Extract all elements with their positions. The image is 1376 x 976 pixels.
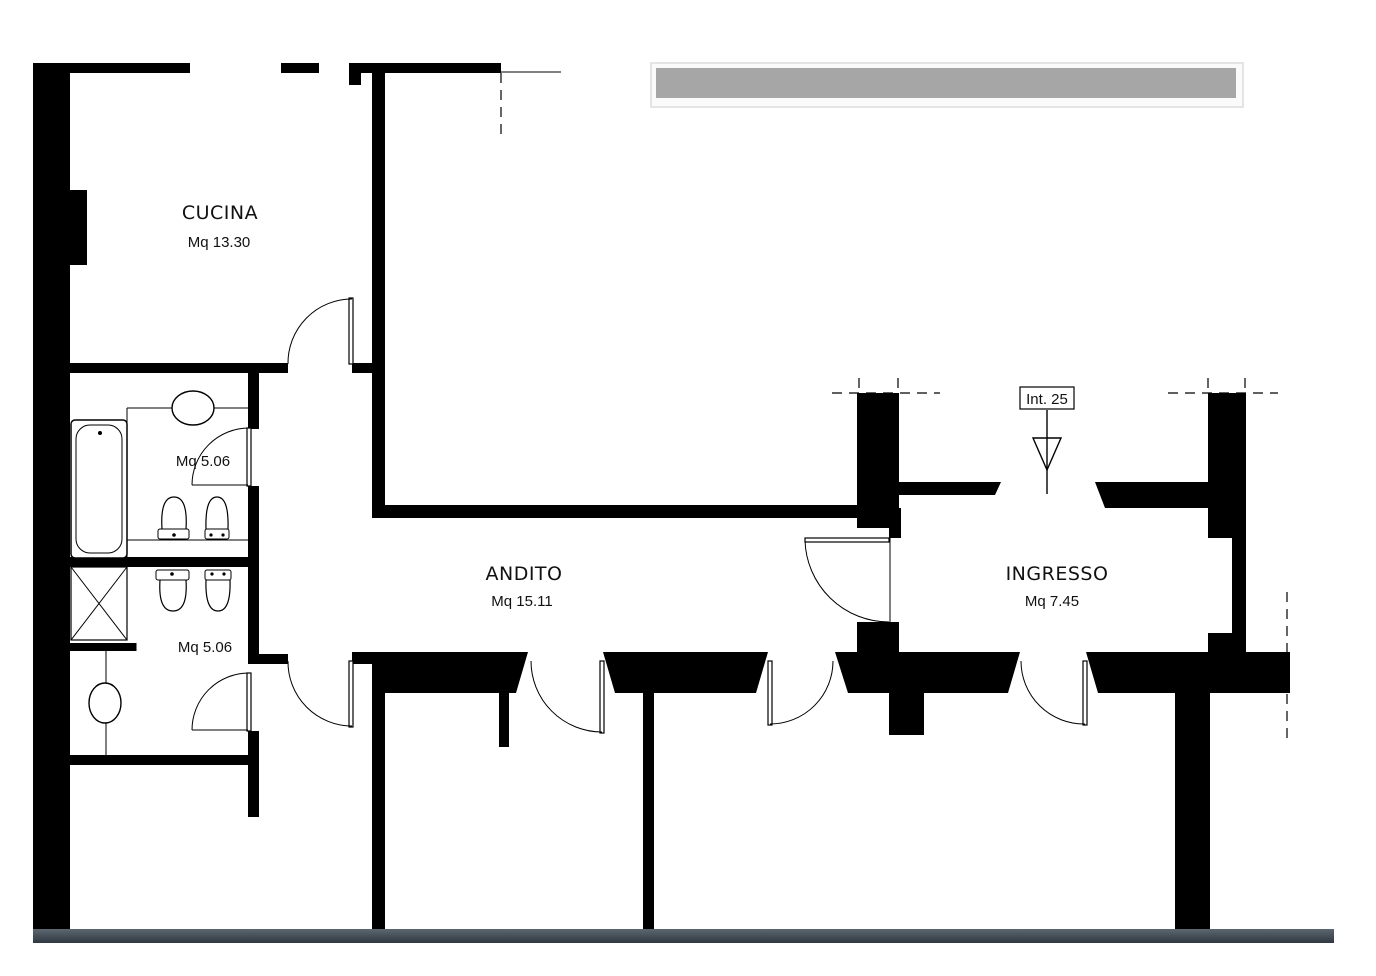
shower-icon — [70, 566, 128, 641]
bidet-icon-2 — [204, 569, 232, 612]
room-area-bagno-2: Mq 5.06 — [178, 639, 232, 656]
door-andito-1 — [287, 660, 354, 728]
room-ingresso: INGRESSO Mq 7.45 — [1006, 563, 1109, 610]
door-andito-ingresso — [804, 537, 890, 623]
door-bagno-2 — [191, 672, 252, 732]
room-area-bagno-1: Mq 5.06 — [176, 453, 230, 470]
door-andito-2 — [530, 660, 605, 734]
walls — [33, 63, 1290, 929]
toilet-icon-2 — [155, 569, 190, 612]
room-cucina: CUCINA Mq 13.30 — [182, 202, 258, 251]
room-name-andito: ANDITO — [485, 563, 562, 585]
entrance-arrow-icon — [1031, 410, 1063, 494]
dashed-lines — [500, 73, 1288, 745]
room-area-ingresso: Mq 7.45 — [1025, 593, 1079, 610]
taskbar — [33, 929, 1334, 943]
room-bagno-1: Mq 5.06 — [176, 453, 230, 470]
room-andito: ANDITO Mq 15.11 — [485, 563, 562, 610]
room-bagno-2: Mq 5.06 — [178, 639, 232, 656]
redaction-bar — [650, 62, 1244, 108]
room-area-andito: Mq 15.11 — [491, 593, 552, 610]
washbasin-icon — [171, 390, 215, 426]
bathtub-icon — [70, 419, 128, 559]
entrance-tag: Int. 25 — [1019, 386, 1075, 410]
room-name-cucina: CUCINA — [182, 202, 258, 224]
door-cucina — [287, 297, 354, 365]
door-bagno-1 — [191, 427, 252, 487]
room-name-ingresso: INGRESSO — [1006, 563, 1109, 585]
doors — [191, 297, 1088, 734]
washbasin-icon-2 — [88, 682, 122, 724]
room-area-cucina: Mq 13.30 — [188, 234, 251, 251]
bidet-icon — [204, 496, 230, 540]
entrance-tag-text: Int. 25 — [1026, 391, 1068, 408]
toilet-icon — [157, 496, 190, 540]
door-ingresso — [1020, 660, 1088, 726]
door-andito-3 — [767, 660, 834, 726]
